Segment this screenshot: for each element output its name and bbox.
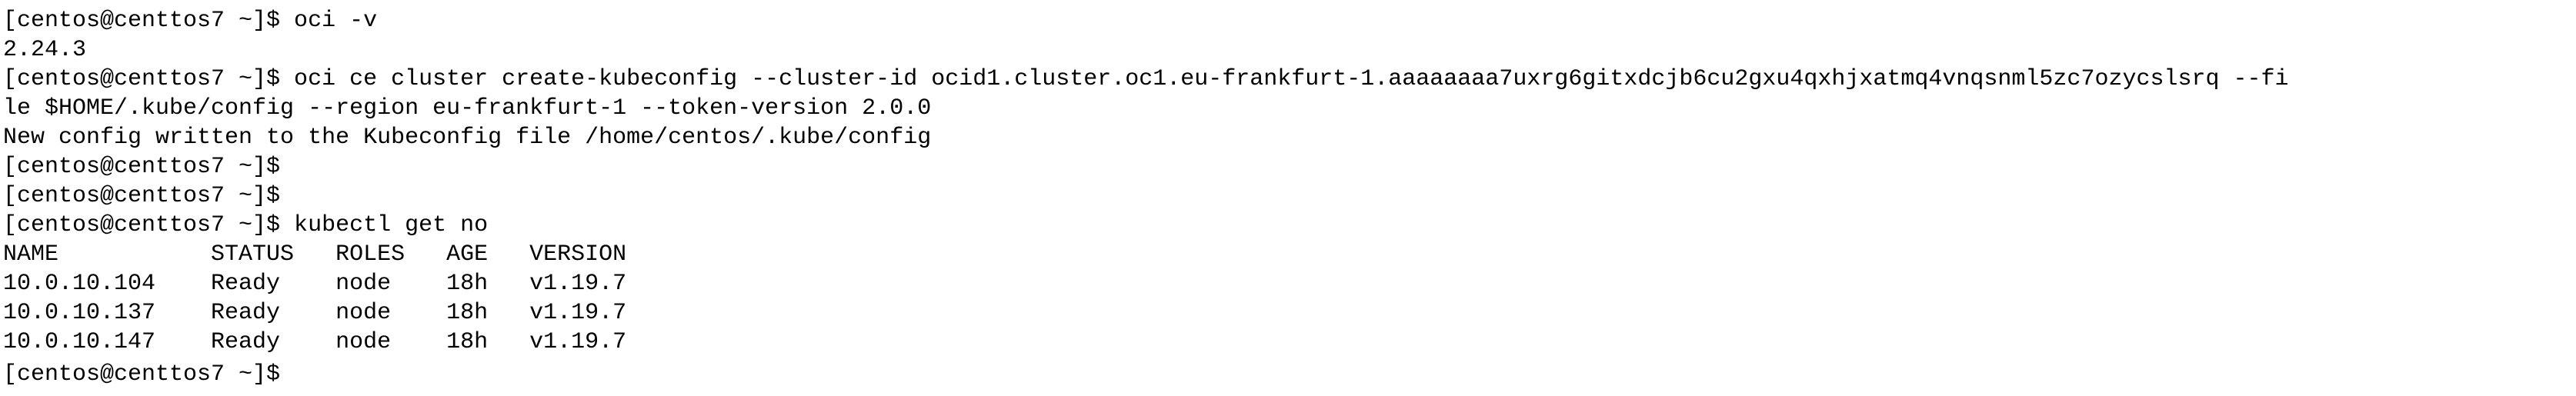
terminal-cursor xyxy=(280,357,281,380)
terminal-line-oci-version-command: [centos@centtos7 ~]$ oci -v xyxy=(3,8,378,34)
terminal-line-kubectl-command: [centos@centtos7 ~]$ kubectl get no xyxy=(3,212,489,238)
terminal-line-oci-version-output: 2.24.3 xyxy=(3,37,87,63)
terminal-line-empty-prompt: [centos@centtos7 ~]$ xyxy=(3,183,281,209)
node-table-row: 10.0.10.104 Ready node 18h v1.19.7 xyxy=(3,271,627,297)
node-table-row: 10.0.10.147 Ready node 18h v1.19.7 xyxy=(3,329,627,355)
terminal-line-config-written-output: New config written to the Kubeconfig fil… xyxy=(3,125,932,151)
terminal-line-empty-prompt: [centos@centtos7 ~]$ xyxy=(3,154,281,180)
node-table-row: 10.0.10.137 Ready node 18h v1.19.7 xyxy=(3,300,627,326)
terminal-line-create-kubeconfig-command: [centos@centtos7 ~]$ oci ce cluster crea… xyxy=(3,66,2289,92)
prompt-text: [centos@centtos7 ~]$ xyxy=(3,361,281,388)
terminal-line-create-kubeconfig-command-wrap: le $HOME/.kube/config --region eu-frankf… xyxy=(3,95,932,121)
node-table-header: NAME STATUS ROLES AGE VERSION xyxy=(3,241,627,268)
terminal-current-prompt[interactable]: [centos@centtos7 ~]$ xyxy=(3,357,2576,388)
